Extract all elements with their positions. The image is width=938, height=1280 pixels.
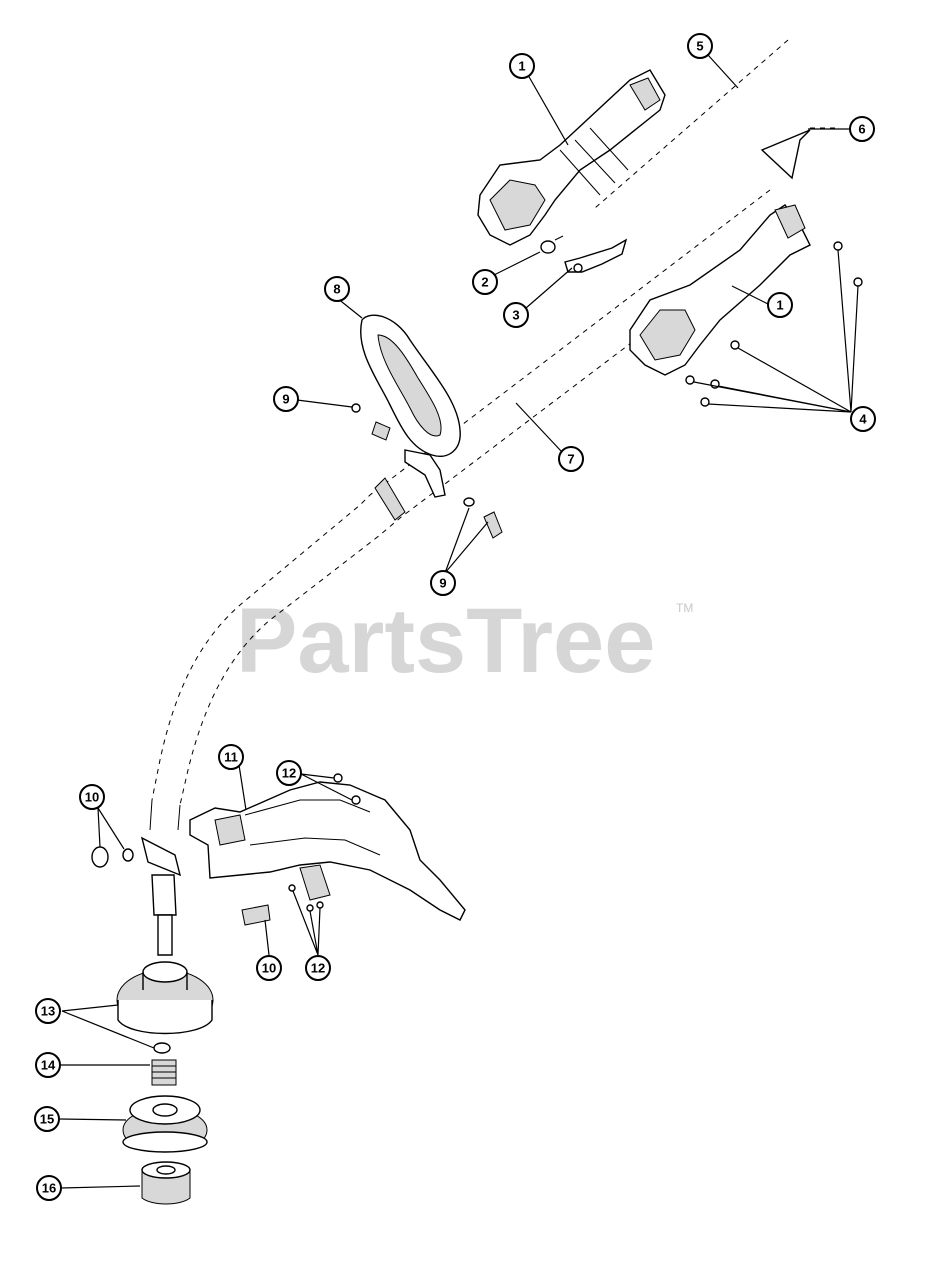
shaft-bracket (140, 836, 182, 956)
callout-9-upper: 9 (273, 386, 299, 412)
callout-6-label: 6 (858, 122, 865, 137)
callout-9-lower: 9 (430, 570, 456, 596)
callout-10-right: 10 (256, 955, 282, 981)
callout-7-label: 7 (567, 452, 574, 467)
callout-1-upper: 1 (509, 53, 535, 79)
spool-part (122, 1095, 208, 1153)
callout-2-label: 2 (481, 275, 488, 290)
callout-9-lower-label: 9 (439, 576, 446, 591)
callout-15: 15 (34, 1106, 60, 1132)
callout-10-left-label: 10 (85, 790, 99, 805)
callout-5: 5 (687, 33, 713, 59)
callout-10-left: 10 (79, 784, 105, 810)
leader-lines (59, 54, 859, 1189)
trigger-lever-part (564, 238, 628, 273)
trimmer-guard (189, 781, 466, 926)
watermark-text: PartsTree (236, 590, 655, 692)
spring-part (151, 1059, 177, 1086)
shaft-tube (149, 127, 840, 831)
callout-16-label: 16 (42, 1181, 56, 1196)
callout-2: 2 (472, 269, 498, 295)
callout-12-upper-label: 12 (282, 766, 296, 781)
callout-16: 16 (36, 1175, 62, 1201)
callout-11: 11 (218, 744, 244, 770)
callout-7: 7 (558, 446, 584, 472)
callout-15-label: 15 (40, 1112, 54, 1127)
callout-12-lower: 12 (305, 955, 331, 981)
callout-1-lower-label: 1 (776, 298, 783, 313)
callout-9-upper-label: 9 (282, 392, 289, 407)
callout-6: 6 (849, 116, 875, 142)
assist-handle (360, 314, 461, 498)
callout-3: 3 (503, 302, 529, 328)
callout-3-label: 3 (512, 308, 519, 323)
callout-13-label: 13 (41, 1004, 55, 1019)
guard-hardware (91, 773, 361, 912)
callout-12-upper: 12 (276, 760, 302, 786)
callout-8: 8 (324, 276, 350, 302)
bump-knob-part (141, 1161, 191, 1205)
callout-1-lower: 1 (767, 292, 793, 318)
callout-4: 4 (850, 406, 876, 432)
handle-housing-lower (629, 204, 811, 376)
callout-10-right-label: 10 (262, 961, 276, 976)
callout-14: 14 (35, 1052, 61, 1078)
callout-5-label: 5 (696, 39, 703, 54)
callout-8-label: 8 (333, 282, 340, 297)
callout-13: 13 (35, 998, 61, 1024)
callout-12-lower-label: 12 (311, 961, 325, 976)
handle-housing-upper (477, 69, 666, 246)
callout-14-label: 14 (41, 1058, 56, 1073)
callout-1-upper-label: 1 (518, 59, 525, 74)
callout-4-label: 4 (859, 412, 867, 427)
screws-group (685, 241, 863, 407)
callout-11-label: 11 (224, 750, 238, 765)
spool-housing (116, 961, 214, 1054)
spring-clip-part (540, 235, 564, 254)
cable-line (594, 39, 789, 209)
watermark-trademark: TM (676, 601, 693, 615)
assist-handle-hardware (351, 403, 503, 539)
